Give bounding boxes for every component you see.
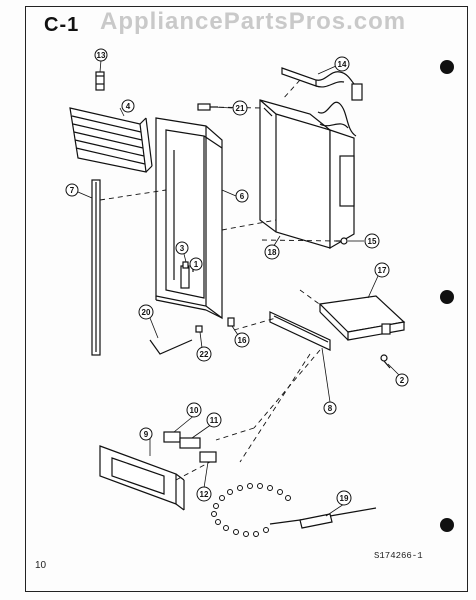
section-label: C-1 [44, 14, 80, 36]
part-7-strip [91, 179, 101, 356]
part-6-frame [155, 117, 223, 320]
part-15-screw [336, 237, 348, 245]
svg-text:2: 2 [400, 376, 405, 385]
part-4-grille [69, 107, 153, 173]
part-17-plate [318, 295, 406, 341]
svg-text:6: 6 [240, 192, 245, 201]
svg-text:1: 1 [194, 260, 199, 269]
svg-text:9: 9 [144, 430, 149, 439]
svg-text:7: 7 [70, 186, 75, 195]
punch-hole [440, 518, 454, 532]
callout-3: 3 [175, 241, 189, 255]
callout-11: 11 [206, 412, 222, 428]
part-9-panel [99, 445, 185, 511]
svg-text:20: 20 [142, 308, 151, 317]
part-14-harness [281, 67, 363, 101]
svg-text:15: 15 [368, 237, 377, 246]
callout-20: 20 [138, 304, 154, 320]
watermark: AppliancePartsPros.com [100, 8, 407, 35]
part-19-sensor [211, 483, 377, 537]
punch-hole [440, 290, 454, 304]
part-11-block [179, 437, 201, 449]
callout-15: 15 [364, 233, 380, 249]
callout-6: 6 [235, 189, 249, 203]
page-number: 10 [35, 560, 47, 571]
part-16-clip [227, 317, 235, 327]
callout-16: 16 [234, 332, 250, 348]
svg-text:4: 4 [126, 102, 131, 111]
svg-text:10: 10 [190, 406, 199, 415]
part-2-screw [380, 354, 391, 369]
svg-text:13: 13 [97, 51, 106, 60]
callout-7: 7 [65, 183, 79, 197]
svg-text:8: 8 [328, 404, 333, 413]
part-20-wrench [149, 339, 193, 355]
callout-1: 1 [189, 257, 203, 271]
callout-10: 10 [186, 402, 202, 418]
callout-4: 4 [121, 99, 135, 113]
svg-text:17: 17 [378, 266, 387, 275]
callout-18: 18 [264, 244, 280, 260]
svg-text:11: 11 [210, 416, 219, 425]
svg-text:14: 14 [338, 60, 347, 69]
part-13-bracket [95, 71, 105, 91]
svg-text:22: 22 [200, 350, 209, 359]
callout-9: 9 [139, 427, 153, 441]
svg-text:18: 18 [268, 248, 277, 257]
diagram-id: S174266-1 [374, 551, 423, 561]
svg-text:21: 21 [236, 104, 245, 113]
part-18-control-box [259, 99, 357, 250]
callout-13: 13 [94, 48, 108, 62]
svg-text:3: 3 [180, 244, 185, 253]
part-22-screw [195, 325, 203, 333]
part-8-rail [269, 311, 331, 351]
part-10-block [163, 431, 181, 443]
page-border [25, 6, 468, 592]
callouts: 13 4 14 21 7 6 18 15 3 1 17 20 22 16 2 8… [65, 48, 409, 506]
callout-19: 19 [336, 490, 352, 506]
part-3-clip [182, 261, 189, 269]
svg-text:19: 19 [340, 494, 349, 503]
svg-text:12: 12 [200, 490, 209, 499]
svg-text:16: 16 [238, 336, 247, 345]
callout-12: 12 [196, 486, 212, 502]
part-12-block [199, 451, 217, 463]
punch-hole [440, 60, 454, 74]
callout-22: 22 [196, 346, 212, 362]
callout-2: 2 [395, 373, 409, 387]
callout-14: 14 [334, 56, 350, 72]
callout-21: 21 [232, 100, 248, 116]
callout-8-upper: 8 [323, 401, 337, 415]
callout-17: 17 [374, 262, 390, 278]
